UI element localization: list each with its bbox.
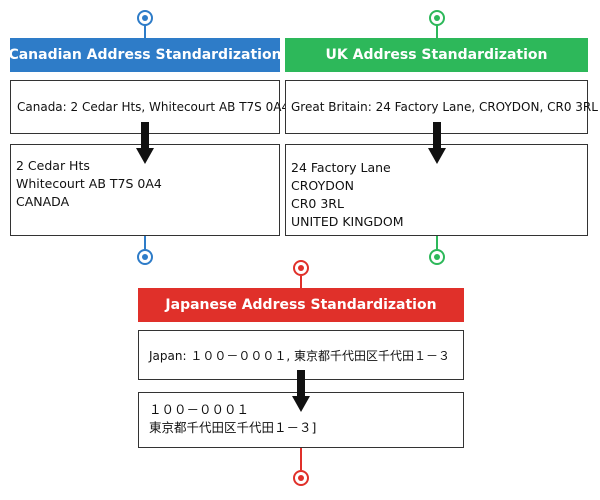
canadian-output-line: CANADA bbox=[16, 194, 70, 209]
uk-top-connector bbox=[435, 20, 438, 38]
canadian-output-box: 2 Cedar Hts Whitecourt AB T7S 0A4 CANADA bbox=[10, 144, 280, 236]
uk-panel: UK Address Standardization Great Britain… bbox=[285, 0, 598, 270]
japanese-header: Japanese Address Standardization bbox=[138, 288, 464, 322]
uk-output-line: CROYDON bbox=[291, 178, 355, 193]
uk-output-line: CR0 3RL bbox=[291, 196, 344, 211]
canadian-top-connector bbox=[144, 20, 146, 38]
japanese-panel: Japanese Address Standardization Japan: … bbox=[138, 258, 464, 500]
canadian-bottom-connector bbox=[144, 236, 146, 252]
canadian-output-line: Whitecourt AB T7S 0A4 bbox=[16, 176, 162, 191]
canadian-output-line: 2 Cedar Hts bbox=[16, 158, 90, 173]
canadian-down-arrow-icon bbox=[136, 122, 154, 164]
japanese-bottom-node[interactable] bbox=[293, 470, 309, 486]
canadian-panel: Canadian Address Standardization Canada:… bbox=[8, 0, 289, 270]
uk-header: UK Address Standardization bbox=[285, 38, 588, 72]
japanese-top-connector bbox=[300, 276, 302, 288]
uk-down-arrow-icon bbox=[427, 122, 446, 164]
japanese-output-line: １００－０００１ bbox=[149, 402, 250, 417]
canadian-bottom-node[interactable] bbox=[137, 249, 153, 265]
japanese-output-line: 東京都千代田区千代田１－３] bbox=[149, 420, 317, 435]
uk-bottom-connector bbox=[435, 236, 438, 252]
uk-bottom-node[interactable] bbox=[428, 249, 445, 265]
japanese-down-arrow-icon bbox=[292, 370, 310, 412]
uk-top-node[interactable] bbox=[428, 10, 445, 26]
canadian-top-node[interactable] bbox=[137, 10, 153, 26]
uk-output-line: UNITED KINGDOM bbox=[291, 214, 404, 229]
canadian-header: Canadian Address Standardization bbox=[8, 38, 282, 72]
japanese-bottom-connector bbox=[300, 448, 302, 470]
uk-output-line: 24 Factory Lane bbox=[291, 160, 391, 175]
japanese-top-node[interactable] bbox=[293, 260, 309, 276]
